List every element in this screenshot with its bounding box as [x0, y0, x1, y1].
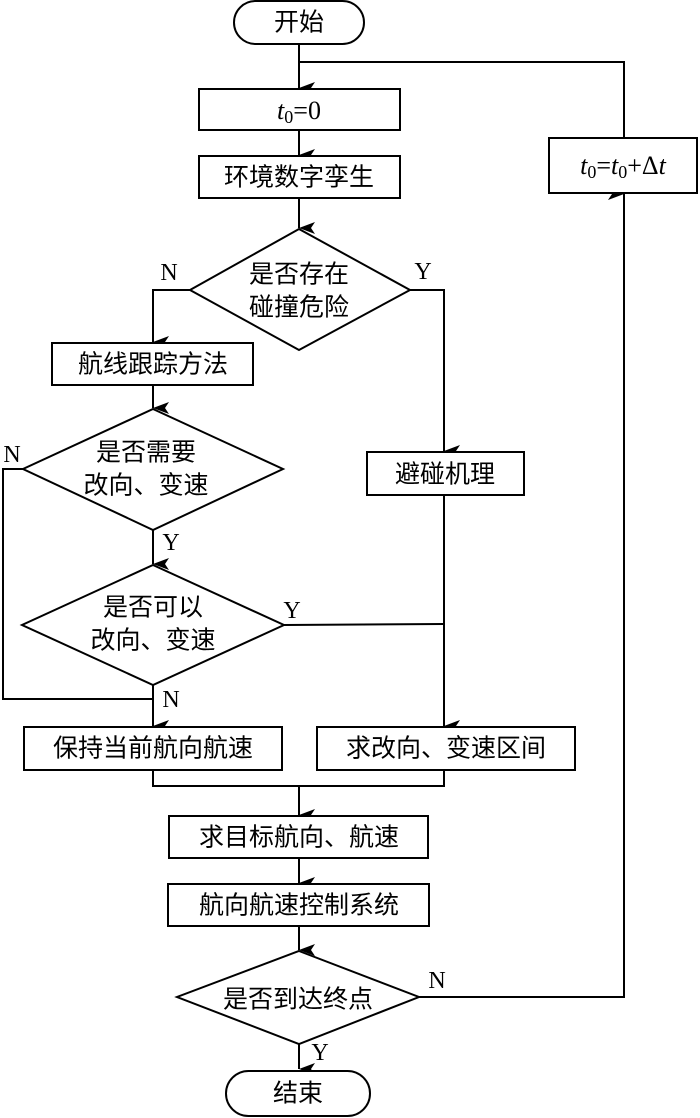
change-interval-label: 求改向、变速区间: [346, 734, 546, 763]
end-terminal-shape: [225, 1070, 371, 1117]
avoid-mechanism-label: 避碰机理: [395, 460, 495, 489]
node-collision-risk: 是否存在 碰撞危险: [187, 227, 413, 352]
node-init-time: t0=0: [198, 88, 401, 131]
node-time-step: t0=t0+Δt: [548, 137, 698, 194]
init-time-label: t0=0: [277, 96, 321, 128]
reach-end-label: 是否到达终点: [223, 985, 373, 1014]
target-course-box: [168, 815, 429, 859]
node-reach-end: 是否到达终点: [174, 949, 422, 1046]
edge-loop-return-top: [299, 61, 625, 138]
collision-risk-no-label: N: [160, 260, 177, 286]
edge-risk-no: [152, 289, 190, 348]
start-terminal-shape: [233, 0, 365, 45]
edge-risk-yes: [410, 289, 460, 457]
init-time-box: [198, 88, 401, 131]
node-avoid-mechanism: 避碰机理: [366, 451, 525, 496]
node-route-tracking: 航线跟踪方法: [51, 342, 254, 386]
collision-risk-line1: 是否存在: [249, 260, 349, 289]
end-label: 结束: [273, 1079, 323, 1108]
edge-reach-no: [419, 188, 625, 998]
collision-risk-yes-label: Y: [414, 259, 431, 285]
can-change-line1: 是否可以: [103, 593, 203, 622]
collision-risk-line2: 碰撞危险: [249, 293, 349, 322]
edge-need-no: [2, 468, 153, 700]
node-target-course: 求目标航向、航速: [168, 815, 429, 859]
env-twin-box: [198, 155, 401, 199]
node-change-interval: 求改向、变速区间: [316, 726, 576, 771]
can-change-no-label: N: [162, 687, 179, 713]
keep-course-label: 保持当前航向航速: [53, 734, 253, 763]
time-step-label: t0=t0+Δt: [580, 151, 667, 183]
control-system-box: [167, 883, 430, 927]
change-interval-box: [316, 726, 576, 771]
target-course-label: 求目标航向、航速: [199, 823, 399, 852]
route-tracking-label: 航线跟踪方法: [78, 350, 228, 379]
edge-merge-lower: [152, 770, 445, 787]
collision-risk-diamond: [187, 227, 413, 352]
start-label: 开始: [274, 8, 324, 37]
need-change-no-label: N: [3, 442, 20, 468]
avoid-mechanism-box: [366, 451, 525, 496]
keep-course-box: [23, 726, 283, 771]
reach-end-no-label: N: [428, 968, 445, 994]
need-change-line2: 改向、变速: [83, 471, 208, 500]
need-change-diamond: [20, 407, 286, 532]
connectors: [2, 44, 625, 1075]
node-end: 结束: [225, 1070, 371, 1117]
can-change-yes-label: Y: [283, 598, 300, 624]
can-change-line2: 改向、变速: [90, 626, 215, 655]
env-twin-label: 环境数字孪生: [224, 163, 374, 192]
can-change-diamond: [19, 563, 287, 687]
control-system-label: 航向航速控制系统: [199, 891, 399, 920]
node-can-change: 是否可以 改向、变速: [19, 563, 287, 687]
need-change-yes-label: Y: [162, 530, 179, 556]
reach-end-yes-label: Y: [311, 1040, 328, 1066]
time-step-box: [548, 137, 698, 194]
node-start: 开始: [233, 0, 365, 45]
reach-end-diamond: [174, 949, 422, 1046]
node-control-system: 航向航速控制系统: [167, 883, 430, 927]
node-need-change: 是否需要 改向、变速: [20, 407, 286, 532]
need-change-line1: 是否需要: [96, 438, 196, 467]
edge-can-yes: [283, 623, 445, 626]
node-keep-course: 保持当前航向航速: [23, 726, 283, 771]
node-env-twin: 环境数字孪生: [198, 155, 401, 199]
route-tracking-box: [51, 342, 254, 386]
